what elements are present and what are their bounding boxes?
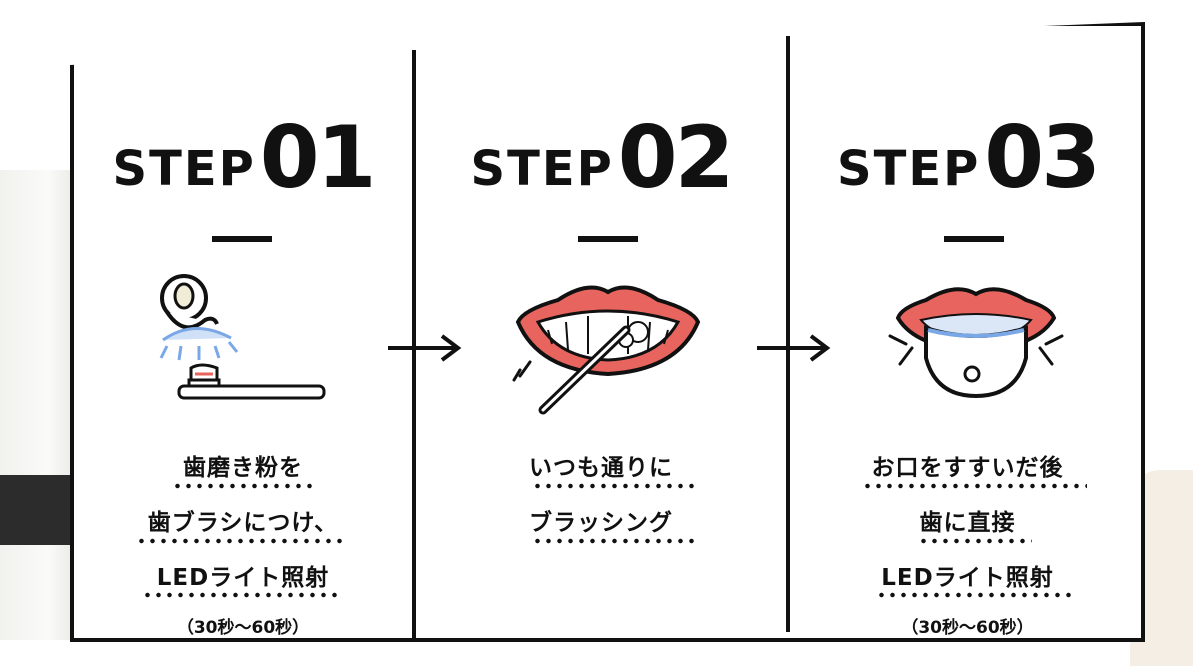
step-word: STEP bbox=[837, 141, 981, 197]
step-text-line: 歯ブラシにつけ、 bbox=[147, 510, 339, 536]
brushing-mouth-icon bbox=[512, 285, 701, 415]
step-text-line: いつも通りに bbox=[529, 455, 673, 481]
title-dash bbox=[212, 236, 272, 242]
dotted-rule bbox=[532, 483, 698, 489]
duration-note: （30秒〜60秒） bbox=[901, 618, 1034, 638]
dotted-rule bbox=[172, 483, 312, 489]
step-panel-2: STEP 02 いつも通りに ブラッシング bbox=[416, 40, 786, 640]
step-panel-3: STEP 03 お口をすすいだ後 歯に直接 LEDライト照射 （30秒〜60秒） bbox=[790, 40, 1145, 640]
dotted-rule bbox=[918, 538, 1032, 544]
dotted-rule bbox=[532, 538, 698, 544]
step-number: 02 bbox=[617, 108, 735, 208]
step-text-line: 歯に直接 bbox=[919, 510, 1016, 536]
right-arrow-icon bbox=[757, 334, 831, 362]
dotted-rule bbox=[136, 538, 348, 544]
duration-note: （30秒〜60秒） bbox=[176, 618, 310, 638]
background-product-tube bbox=[0, 170, 80, 640]
step-title: STEP 03 bbox=[790, 115, 1145, 201]
step-word: STEP bbox=[112, 141, 256, 197]
panel-divider-1 bbox=[412, 50, 416, 640]
title-dash bbox=[944, 236, 1004, 242]
step-title: STEP 02 bbox=[416, 115, 786, 201]
step-panel-1: STEP 01 歯磨き粉を 歯ブラシにつけ、 LEDライト照射 （30秒〜60秒… bbox=[74, 40, 412, 640]
right-arrow-icon bbox=[388, 334, 462, 362]
title-dash bbox=[578, 236, 638, 242]
step-text-line: 歯磨き粉を bbox=[183, 455, 303, 481]
step-text-line: LEDライト照射 bbox=[881, 565, 1054, 591]
panel-divider-2 bbox=[786, 36, 790, 632]
background-tube-band bbox=[0, 475, 80, 545]
led-light-toothbrush-icon bbox=[159, 274, 326, 400]
step-text-line: LEDライト照射 bbox=[156, 565, 330, 591]
dotted-rule bbox=[876, 592, 1076, 598]
step-title: STEP 01 bbox=[74, 115, 412, 201]
step-text-line: お口をすすいだ後 bbox=[871, 455, 1064, 481]
step-number: 01 bbox=[259, 108, 377, 208]
dotted-rule bbox=[142, 592, 342, 598]
mouth-led-icon bbox=[888, 287, 1064, 399]
step-number: 03 bbox=[984, 108, 1101, 208]
step-text-line: ブラッシング bbox=[529, 510, 673, 536]
step-word: STEP bbox=[470, 141, 614, 197]
dotted-rule bbox=[862, 483, 1087, 489]
